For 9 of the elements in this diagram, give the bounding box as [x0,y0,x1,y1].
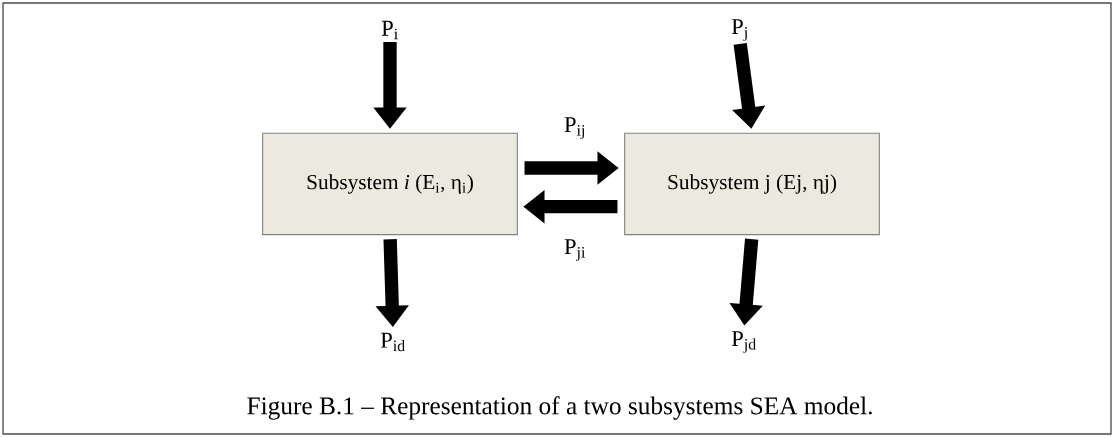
power-label: P$_{id}$ [380,332,405,352]
edge-label: P$_{ji}$ [562,237,588,263]
caption: Figure B.1 – Representation of a two subsystems SEA model. [247,396,872,420]
power-label: P$_{jd}$ [731,331,756,353]
subsystem-box: Subsystem i (E$_{i}$, η$_{i}$) [262,132,518,236]
edge-label: P$_{ij}$ [562,115,588,141]
subsystem-box: Subsystem j (Ej, ηj) [624,132,880,236]
power-label: P$_{j}$ [731,19,747,41]
power-label: P$_{i}$ [381,20,398,40]
